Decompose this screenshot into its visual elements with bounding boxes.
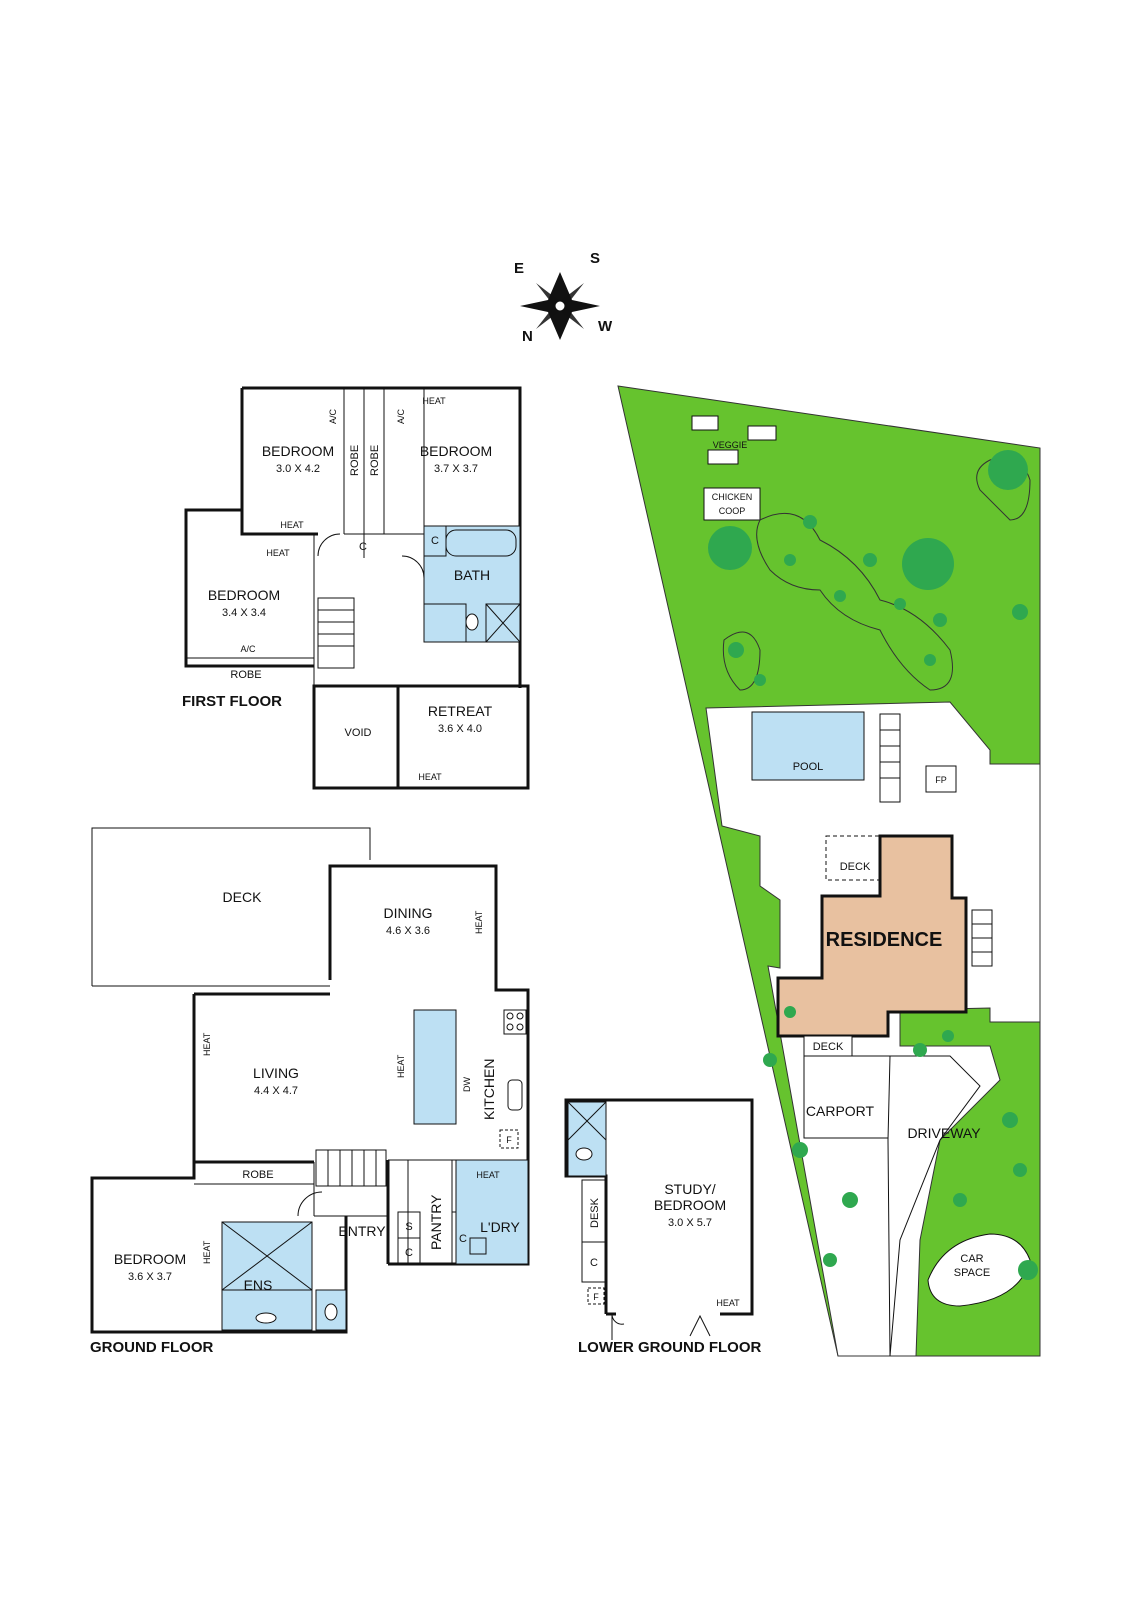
- site-car-space-2: SPACE: [954, 1267, 990, 1279]
- gf-living-size: 4.4 X 4.7: [254, 1085, 298, 1097]
- site-fp: FP: [935, 775, 947, 785]
- gf-dining-name: DINING: [384, 905, 433, 921]
- ff-ac-2: A/C: [396, 408, 406, 424]
- gf-heat-bedroom: HEAT: [202, 1240, 212, 1264]
- ff-cupboard-2: C: [431, 535, 439, 547]
- site-deck-lower: DECK: [813, 1041, 844, 1053]
- ff-bedroom-c-size: 3.4 X 3.4: [222, 607, 266, 619]
- gf-fridge: F: [506, 1135, 512, 1145]
- compass-rose-icon: [520, 272, 600, 340]
- ff-void: VOID: [345, 727, 372, 739]
- site-carport: CARPORT: [806, 1103, 875, 1119]
- compass-n: N: [522, 328, 533, 345]
- gf-living-name: LIVING: [253, 1065, 299, 1081]
- tree-icon: [988, 450, 1028, 490]
- ff-ac-1: A/C: [328, 408, 338, 424]
- gf-entry: ENTRY: [338, 1223, 386, 1239]
- site-plan: [617, 385, 1041, 1357]
- gf-pantry: PANTRY: [428, 1194, 444, 1250]
- ff-robe-vertical-2: ROBE: [369, 445, 381, 476]
- gf-dw: DW: [462, 1077, 472, 1092]
- ff-bedroom-a-size: 3.0 X 4.2: [276, 463, 320, 475]
- ff-heat-2: HEAT: [280, 520, 304, 530]
- lgf-study-size: 3.0 X 5.7: [668, 1217, 712, 1229]
- gf-bedroom-name: BEDROOM: [114, 1251, 186, 1267]
- gf-kitchen: KITCHEN: [481, 1059, 497, 1120]
- first-floor-title: FIRST FLOOR: [182, 693, 282, 710]
- ff-bedroom-b-name: BEDROOM: [420, 443, 492, 459]
- ff-bath: BATH: [454, 567, 490, 583]
- site-driveway: DRIVEWAY: [907, 1125, 981, 1141]
- ff-robe-vertical-1: ROBE: [349, 445, 361, 476]
- lgf-study-name-2: BEDROOM: [654, 1197, 726, 1213]
- gf-heat-dining: HEAT: [474, 910, 484, 934]
- ff-cupboard-1: C: [359, 541, 367, 553]
- ff-retreat-name: RETREAT: [428, 703, 493, 719]
- gf-cupboard-2: C: [459, 1233, 467, 1245]
- compass-e: E: [514, 260, 524, 277]
- gf-dining-size: 4.6 X 3.6: [386, 925, 430, 937]
- gf-bedroom-size: 3.6 X 3.7: [128, 1271, 172, 1283]
- lower-ground-floor-title: LOWER GROUND FLOOR: [578, 1339, 761, 1356]
- ff-bedroom-b-size: 3.7 X 3.7: [434, 463, 478, 475]
- site-car-space-1: CAR: [960, 1253, 983, 1265]
- pool-shape: [751, 711, 865, 781]
- site-pool: POOL: [793, 761, 824, 773]
- ff-retreat-size: 3.6 X 4.0: [438, 723, 482, 735]
- site-chicken-1: CHICKEN: [712, 492, 753, 502]
- gf-heat-living: HEAT: [202, 1032, 212, 1056]
- first-floor-walls: [184, 386, 530, 790]
- ff-heat-3: HEAT: [266, 548, 290, 558]
- ff-heat-4: HEAT: [418, 772, 442, 782]
- compass-s: S: [590, 250, 600, 267]
- lgf-fridge: F: [593, 1292, 599, 1302]
- lgf-cupboard: C: [590, 1257, 598, 1269]
- ff-heat-1: HEAT: [422, 396, 446, 406]
- compass-w: W: [598, 318, 613, 335]
- gf-ens: ENS: [244, 1277, 273, 1293]
- gf-store: S: [405, 1221, 412, 1233]
- ff-bedroom-c-name: BEDROOM: [208, 587, 280, 603]
- site-chicken-2: COOP: [719, 506, 746, 516]
- ground-floor-wet-areas: [221, 1159, 529, 1331]
- lower-ground-floor-walls: [564, 1098, 754, 1340]
- ff-ac-3: A/C: [240, 644, 256, 654]
- site-residence: RESIDENCE: [826, 929, 943, 951]
- first-floor-bath: [423, 525, 521, 643]
- residence-footprint: [776, 834, 968, 1038]
- lgf-study-name-1: STUDY/: [664, 1181, 715, 1197]
- site-deck-upper: DECK: [840, 861, 871, 873]
- lgf-heat: HEAT: [716, 1298, 740, 1308]
- ff-bedroom-a-name: BEDROOM: [262, 443, 334, 459]
- lgf-desk: DESK: [589, 1197, 601, 1228]
- gf-heat-island: HEAT: [396, 1054, 406, 1078]
- gf-heat-laundry: HEAT: [476, 1170, 500, 1180]
- ground-floor-walls: [90, 827, 530, 1334]
- ff-robe-label: ROBE: [230, 669, 261, 681]
- gf-robe: ROBE: [242, 1169, 273, 1181]
- tree-icon: [708, 526, 752, 570]
- gf-deck: DECK: [223, 889, 263, 905]
- tree-icon: [902, 538, 954, 590]
- gf-laundry: L'DRY: [480, 1219, 520, 1235]
- gf-cupboard-1: C: [405, 1247, 413, 1259]
- site-veggie: VEGGIE: [713, 440, 748, 450]
- ground-floor-title: GROUND FLOOR: [90, 1339, 213, 1356]
